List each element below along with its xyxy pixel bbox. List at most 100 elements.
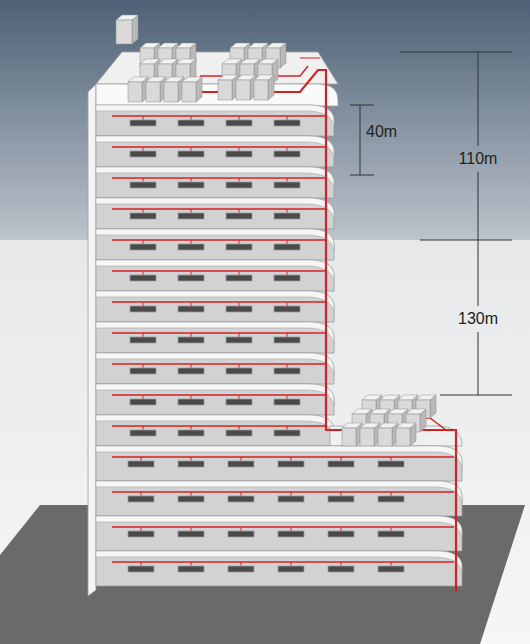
floor bbox=[96, 167, 334, 198]
refrigerant-riser bbox=[150, 70, 456, 592]
indoor-unit bbox=[378, 496, 404, 502]
floor bbox=[96, 384, 334, 415]
indoor-unit bbox=[274, 151, 300, 157]
outdoor-unit bbox=[164, 77, 184, 102]
outdoor-unit bbox=[378, 423, 398, 446]
floor bbox=[96, 481, 462, 516]
indoor-unit bbox=[274, 120, 300, 126]
indoor-unit bbox=[178, 399, 204, 405]
indoor-unit bbox=[274, 337, 300, 343]
indoor-unit bbox=[378, 461, 404, 467]
outdoor-unit bbox=[128, 77, 148, 102]
floor bbox=[96, 229, 334, 260]
indoor-unit bbox=[226, 306, 252, 312]
indoor-unit bbox=[226, 182, 252, 188]
indoor-unit bbox=[228, 461, 254, 467]
indoor-unit bbox=[226, 430, 252, 436]
indoor-unit bbox=[226, 120, 252, 126]
indoor-unit bbox=[328, 566, 354, 572]
indoor-unit bbox=[278, 461, 304, 467]
indoor-unit bbox=[128, 461, 154, 467]
indoor-unit bbox=[274, 306, 300, 312]
indoor-unit bbox=[328, 531, 354, 537]
ground bbox=[0, 505, 525, 644]
indoor-unit bbox=[378, 566, 404, 572]
indoor-unit bbox=[128, 496, 154, 502]
indoor-unit bbox=[130, 275, 156, 281]
indoor-unit bbox=[130, 430, 156, 436]
outdoor-unit bbox=[218, 75, 238, 100]
indoor-unit bbox=[130, 182, 156, 188]
indoor-unit bbox=[130, 120, 156, 126]
dimension-lines bbox=[350, 52, 512, 395]
indoor-unit bbox=[226, 337, 252, 343]
outdoor-unit bbox=[254, 75, 274, 100]
floor bbox=[96, 446, 462, 481]
indoor-unit bbox=[378, 531, 404, 537]
indoor-unit bbox=[178, 337, 204, 343]
floor bbox=[96, 415, 334, 446]
floor bbox=[96, 551, 462, 586]
floor bbox=[96, 105, 334, 136]
indoor-unit bbox=[274, 182, 300, 188]
indoor-unit bbox=[130, 368, 156, 374]
indoor-unit bbox=[178, 531, 204, 537]
outdoor-unit bbox=[342, 423, 362, 446]
indoor-unit bbox=[130, 213, 156, 219]
indoor-unit bbox=[274, 244, 300, 250]
sky-band bbox=[0, 0, 530, 240]
indoor-unit bbox=[130, 306, 156, 312]
dimension-label: 40m bbox=[366, 123, 397, 141]
indoor-unit bbox=[226, 244, 252, 250]
floor bbox=[96, 260, 334, 291]
indoor-unit bbox=[274, 275, 300, 281]
outdoor-unit bbox=[360, 423, 380, 446]
indoor-unit bbox=[274, 213, 300, 219]
indoor-unit bbox=[178, 368, 204, 374]
floor bbox=[96, 198, 334, 229]
indoor-unit bbox=[130, 399, 156, 405]
indoor-unit bbox=[228, 496, 254, 502]
building bbox=[88, 15, 462, 596]
floor bbox=[96, 322, 334, 353]
floor bbox=[96, 516, 462, 551]
indoor-unit bbox=[178, 275, 204, 281]
indoor-unit bbox=[178, 213, 204, 219]
indoor-unit bbox=[178, 566, 204, 572]
indoor-unit bbox=[226, 275, 252, 281]
outdoor-unit bbox=[146, 77, 166, 102]
indoor-unit bbox=[274, 399, 300, 405]
roof-box bbox=[116, 15, 138, 44]
indoor-unit bbox=[178, 461, 204, 467]
indoor-unit bbox=[130, 337, 156, 343]
indoor-unit bbox=[226, 213, 252, 219]
indoor-unit bbox=[178, 496, 204, 502]
indoor-unit bbox=[178, 244, 204, 250]
outdoor-unit bbox=[396, 423, 416, 446]
indoor-unit bbox=[178, 430, 204, 436]
floor bbox=[96, 291, 334, 322]
indoor-unit bbox=[328, 496, 354, 502]
indoor-unit bbox=[128, 566, 154, 572]
floor bbox=[96, 353, 334, 384]
indoor-unit bbox=[178, 151, 204, 157]
indoor-unit bbox=[128, 531, 154, 537]
indoor-unit bbox=[328, 461, 354, 467]
indoor-unit bbox=[178, 306, 204, 312]
indoor-unit bbox=[226, 151, 252, 157]
outdoor-unit bbox=[182, 77, 202, 102]
indoor-unit bbox=[130, 244, 156, 250]
indoor-unit bbox=[178, 182, 204, 188]
floor bbox=[96, 136, 334, 167]
indoor-unit bbox=[278, 566, 304, 572]
indoor-unit bbox=[274, 368, 300, 374]
light-band bbox=[0, 240, 530, 644]
indoor-unit bbox=[278, 531, 304, 537]
indoor-unit bbox=[278, 496, 304, 502]
outdoor-unit bbox=[236, 75, 256, 100]
indoor-unit bbox=[228, 566, 254, 572]
indoor-unit bbox=[274, 430, 300, 436]
indoor-unit bbox=[226, 368, 252, 374]
